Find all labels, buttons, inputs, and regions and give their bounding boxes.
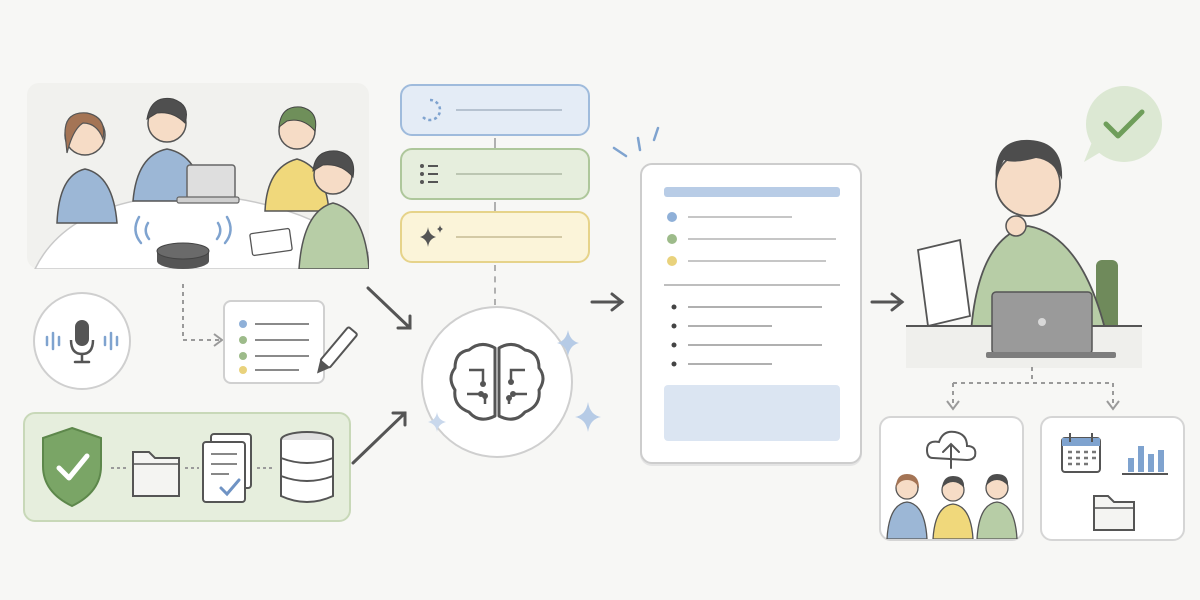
sparkle-icon	[575, 402, 601, 432]
sparkle-icon	[557, 330, 579, 356]
share-with-team	[879, 416, 1024, 541]
ai-brain	[421, 306, 573, 458]
calendar-icon	[1061, 433, 1101, 473]
schedule-and-file	[1040, 416, 1185, 541]
loading-icon	[421, 98, 442, 122]
arrow-to-brain	[366, 286, 412, 330]
arrow-to-document	[590, 292, 625, 312]
summary-document	[640, 163, 862, 464]
reviewer-desk	[900, 120, 1145, 368]
brain-icon	[449, 343, 545, 421]
folder-icon	[1093, 495, 1135, 531]
shield-check-icon	[42, 426, 102, 508]
dashed-connector	[182, 284, 224, 347]
stack-connector	[494, 202, 496, 211]
stack-connector	[494, 138, 496, 148]
arrow-to-reviewer	[870, 292, 905, 312]
microphone-icon	[45, 320, 119, 364]
document-check-icon	[202, 433, 252, 503]
arrow-to-brain-lower	[351, 411, 407, 465]
progress-step	[400, 84, 590, 136]
folder-icon	[132, 451, 180, 497]
notes-checklist	[223, 300, 358, 384]
pen-icon	[317, 326, 358, 374]
laptop-icon	[186, 164, 236, 200]
dashed-branch	[946, 367, 1120, 411]
list-step	[400, 148, 590, 200]
cloud-upload-icon	[925, 430, 977, 469]
bar-chart-icon	[1122, 446, 1168, 475]
secure-data-panel	[23, 412, 351, 522]
check-icon	[1103, 109, 1145, 139]
highlight-burst	[612, 126, 660, 158]
smart-speaker-icon	[156, 242, 210, 269]
sparkle-step	[400, 211, 590, 263]
database-icon	[280, 431, 334, 503]
meeting-illustration	[34, 97, 369, 269]
audio-recorder	[33, 292, 131, 390]
laptop-icon	[986, 291, 1116, 358]
approval-bubble	[1080, 82, 1166, 168]
sparkle-icon	[420, 225, 443, 247]
sparkle-icon	[428, 412, 446, 432]
meeting-photo	[27, 83, 369, 269]
list-icon	[420, 164, 438, 184]
stack-connector	[494, 265, 496, 305]
